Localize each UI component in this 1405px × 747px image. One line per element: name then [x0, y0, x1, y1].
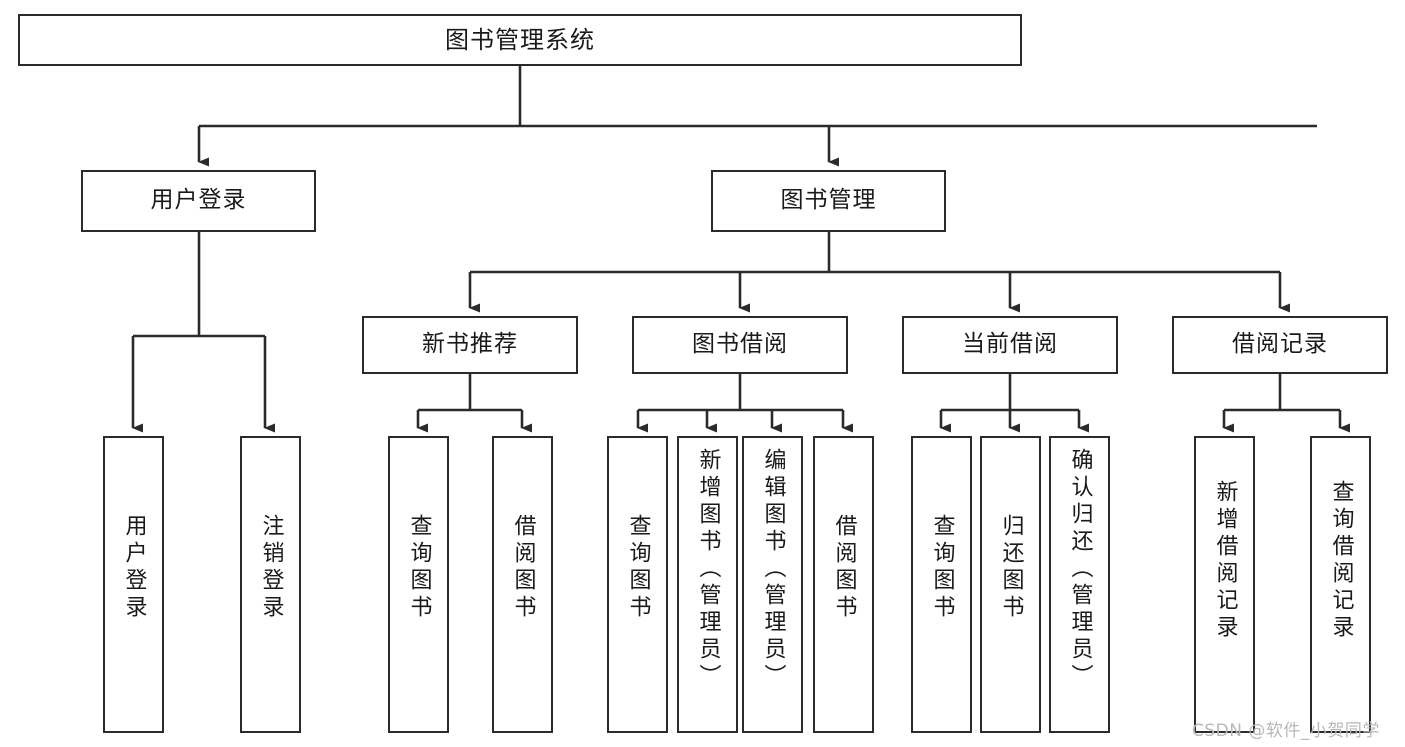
node-leaf-query-book-2[interactable]: 查询图书	[607, 436, 668, 733]
node-current-borrow[interactable]: 当前借阅	[902, 316, 1118, 374]
node-leaf-user-login[interactable]: 用户登录	[103, 436, 164, 733]
node-label: 查询借阅记录	[1328, 480, 1354, 642]
node-label: 借阅记录	[1232, 331, 1328, 358]
node-label: 用户登录	[121, 514, 147, 622]
node-borrow-record[interactable]: 借阅记录	[1172, 316, 1388, 374]
node-label: 编辑图书（管理员）	[760, 448, 786, 691]
node-label: 图书借阅	[692, 331, 788, 358]
node-label: 借阅图书	[831, 514, 857, 622]
node-leaf-add-record[interactable]: 新增借阅记录	[1194, 436, 1255, 733]
node-book-borrow[interactable]: 图书借阅	[632, 316, 848, 374]
node-label: 归还图书	[998, 514, 1024, 622]
node-leaf-borrow-book-1[interactable]: 借阅图书	[492, 436, 553, 733]
node-root-system[interactable]: 图书管理系统	[18, 14, 1022, 66]
node-leaf-query-book-3[interactable]: 查询图书	[911, 436, 972, 733]
node-label: 查询图书	[406, 514, 432, 622]
node-label: 查询图书	[929, 514, 955, 622]
node-label: 注销登录	[258, 514, 284, 622]
node-leaf-return-book[interactable]: 归还图书	[980, 436, 1041, 733]
node-leaf-add-book[interactable]: 新增图书（管理员）	[677, 436, 738, 733]
node-leaf-logout-login[interactable]: 注销登录	[240, 436, 301, 733]
node-leaf-edit-book[interactable]: 编辑图书（管理员）	[742, 436, 803, 733]
csdn-watermark: CSDN @软件_小贺同学	[1192, 721, 1380, 741]
node-label: 新书推荐	[422, 331, 518, 358]
node-label: 当前借阅	[962, 331, 1058, 358]
node-label: 借阅图书	[510, 514, 536, 622]
node-book-management[interactable]: 图书管理	[711, 170, 946, 232]
node-label: 新增借阅记录	[1212, 480, 1238, 642]
node-leaf-confirm-return[interactable]: 确认归还（管理员）	[1049, 436, 1110, 733]
node-label: 用户登录	[150, 187, 247, 214]
node-leaf-borrow-book-2[interactable]: 借阅图书	[813, 436, 874, 733]
node-label: 图书管理系统	[445, 25, 595, 54]
node-label: 查询图书	[625, 514, 651, 622]
node-leaf-query-record[interactable]: 查询借阅记录	[1310, 436, 1371, 733]
node-label: 确认归还（管理员）	[1067, 448, 1093, 691]
node-label: 新增图书（管理员）	[695, 448, 721, 691]
node-user-login[interactable]: 用户登录	[81, 170, 316, 232]
node-label: 图书管理	[780, 187, 877, 214]
node-leaf-query-book-1[interactable]: 查询图书	[388, 436, 449, 733]
node-new-book-recommend[interactable]: 新书推荐	[362, 316, 578, 374]
